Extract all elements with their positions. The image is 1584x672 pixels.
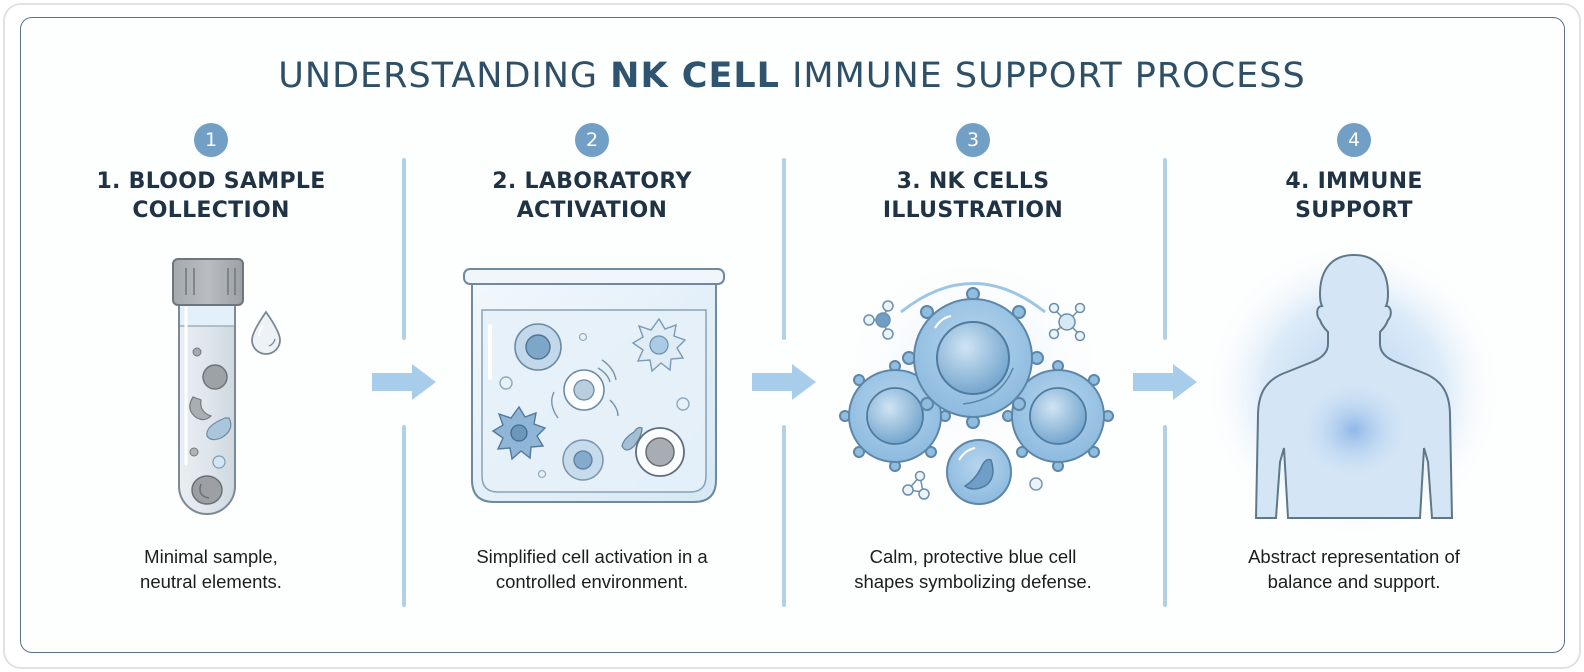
- step-3: 3 3. NK CELLS ILLUSTRATION: [783, 0, 1163, 672]
- arrow-right-icon: [752, 364, 816, 400]
- step-title: 4. IMMUNE SUPPORT: [1164, 167, 1544, 225]
- divider-2-bottom: [782, 425, 786, 607]
- step-number-badge: 1: [194, 123, 228, 157]
- step-4: 4 4. IMMUNE SUPPORT Abstract representat…: [1164, 0, 1544, 672]
- step-description-line: controlled environment.: [495, 571, 689, 592]
- step-title: 3. NK CELLS ILLUSTRATION: [783, 167, 1163, 225]
- step-title-line: COLLECTION: [132, 198, 290, 223]
- step-title-line: 2. LABORATORY: [492, 169, 692, 194]
- step-title-line: 3. NK CELLS: [896, 169, 1050, 194]
- page-title: UNDERSTANDING NK CELL IMMUNE SUPPORT PRO…: [0, 56, 1584, 96]
- step-description: Abstract representation of balance and s…: [1164, 544, 1544, 594]
- divider-1-bottom: [402, 425, 406, 607]
- step-title-line: 4. IMMUNE: [1285, 169, 1423, 194]
- nk-cells-cluster-icon: [833, 250, 1114, 505]
- title-prefix: UNDERSTANDING: [278, 56, 611, 96]
- petri-dish-cells-icon: [463, 268, 725, 503]
- step-title: 2. LABORATORY ACTIVATION: [402, 167, 782, 225]
- step-number-badge: 4: [1337, 123, 1371, 157]
- step-description: Calm, protective blue cell shapes symbol…: [783, 544, 1163, 594]
- step-title: 1. BLOOD SAMPLE COLLECTION: [21, 167, 401, 225]
- step-title-line: ILLUSTRATION: [882, 198, 1064, 223]
- step-number-badge: 2: [575, 123, 609, 157]
- arrow-right-icon: [372, 364, 436, 400]
- step-description-line: Simplified cell activation in a: [476, 546, 708, 567]
- human-silhouette-glow-icon: [1204, 240, 1504, 530]
- title-suffix: IMMUNE SUPPORT PROCESS: [779, 56, 1306, 96]
- step-description-line: neutral elements.: [140, 571, 282, 592]
- divider-2-top: [782, 158, 786, 340]
- step-2: 2 2. LABORATORY ACTIVATION: [402, 0, 782, 672]
- step-title-line: SUPPORT: [1295, 198, 1413, 223]
- step-description-line: Minimal sample,: [144, 546, 278, 567]
- step-description-line: shapes symbolizing defense.: [854, 571, 1092, 592]
- step-description-line: balance and support.: [1267, 571, 1441, 592]
- divider-3-top: [1163, 158, 1167, 340]
- step-description: Minimal sample, neutral elements.: [21, 544, 401, 594]
- blood-test-tube-icon: [172, 258, 281, 515]
- step-title-line: ACTIVATION: [516, 198, 668, 223]
- step-number-badge: 3: [956, 123, 990, 157]
- title-emphasis: NK CELL: [610, 56, 780, 96]
- step-description-line: Calm, protective blue cell: [869, 546, 1077, 567]
- step-1: 1 1. BLOOD SAMPLE COLLECTION: [21, 0, 401, 672]
- step-description: Simplified cell activation in a controll…: [402, 544, 782, 594]
- divider-1-top: [402, 158, 406, 340]
- step-description-line: Abstract representation of: [1248, 546, 1460, 567]
- step-title-line: 1. BLOOD SAMPLE: [96, 169, 326, 194]
- divider-3-bottom: [1163, 425, 1167, 607]
- arrow-right-icon: [1133, 364, 1197, 400]
